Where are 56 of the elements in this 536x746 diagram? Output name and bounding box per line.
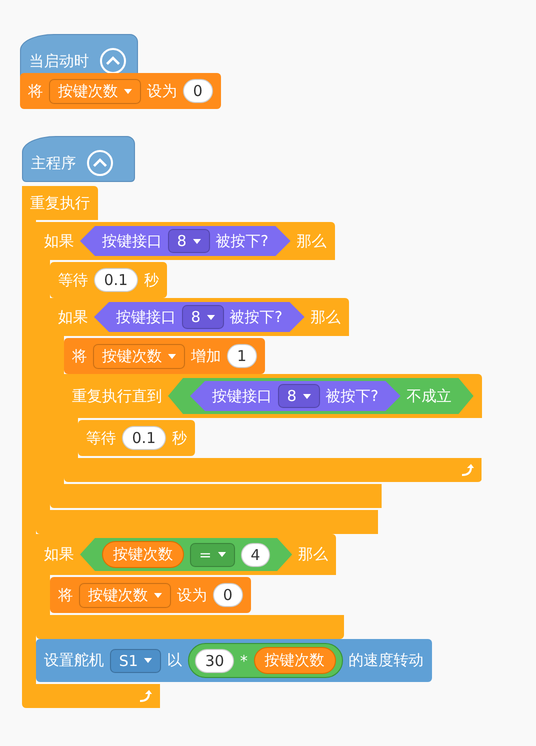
block-label: 那么: [310, 308, 341, 326]
variable-reporter: 按键次数: [254, 647, 336, 674]
dropdown-menu: 按键次数: [49, 78, 141, 104]
block-label: 的速度转动: [348, 651, 424, 670]
command-block: [64, 338, 265, 374]
block-label: 按键接口: [116, 308, 176, 326]
dropdown-menu: =: [190, 542, 235, 566]
number-field: 0: [213, 583, 243, 607]
block-label: 等待: [86, 428, 116, 448]
block-label: 重复执行: [30, 194, 90, 212]
block-label: 如果: [58, 308, 88, 326]
c-block: [64, 374, 482, 482]
variable-reporter: 按键次数: [102, 541, 184, 568]
number-field: 4: [240, 542, 270, 566]
dropdown-menu: S1: [110, 648, 162, 672]
block-label: 被按下?: [216, 232, 269, 250]
block-label: 按键接口: [102, 232, 162, 250]
command-block: [50, 577, 251, 613]
number-field: 0: [183, 79, 213, 103]
block-label: 增加: [191, 346, 221, 366]
dropdown-menu: 8: [182, 305, 224, 329]
number-field: 30: [195, 648, 234, 672]
command-block: [78, 420, 195, 456]
block-label: 将: [28, 82, 43, 100]
block-label: 那么: [298, 545, 328, 564]
block-label: 设置舵机: [44, 651, 104, 670]
block-label: 那么: [296, 232, 327, 250]
number-field: 0.1: [94, 268, 138, 292]
number-field: 0.1: [122, 426, 166, 450]
block-label: 将: [72, 346, 87, 366]
hat-block: [22, 136, 135, 182]
block-label: 将: [58, 586, 73, 604]
dropdown-menu: 8: [278, 384, 320, 408]
block-label: 秒: [172, 428, 187, 448]
dropdown-menu: 按键次数: [79, 582, 171, 608]
block-label: 设为: [177, 586, 207, 604]
dropdown-menu: 按键次数: [93, 344, 185, 368]
block-label: 以: [167, 651, 182, 670]
block-label: 不成立: [406, 386, 452, 406]
block-label: 被按下?: [326, 386, 379, 406]
block-label: 按键接口: [212, 386, 272, 406]
block-label: 被按下?: [230, 308, 283, 326]
block-label: 等待: [58, 270, 88, 290]
operator-block: [188, 643, 343, 678]
command-block: [36, 639, 432, 682]
block-label: 主程序: [31, 154, 76, 172]
dropdown-menu: 8: [168, 229, 210, 253]
block-label: 如果: [44, 545, 74, 564]
block-label: 设为: [147, 82, 177, 100]
block-label: 如果: [44, 232, 74, 250]
block-label: 重复执行直到: [72, 386, 162, 406]
block-label: 当启动时: [29, 52, 89, 70]
command-block: [20, 73, 221, 109]
block-label: 秒: [144, 270, 159, 290]
number-field: 1: [227, 344, 257, 368]
operator-symbol: *: [240, 652, 248, 670]
